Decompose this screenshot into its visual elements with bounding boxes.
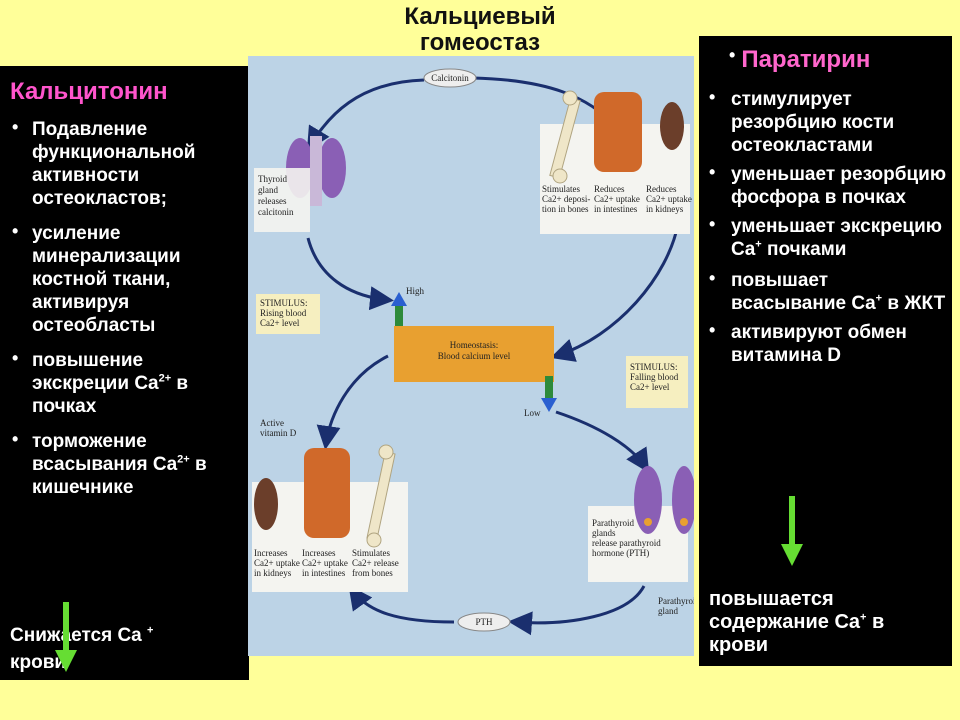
item-text: в ЖКТ bbox=[882, 293, 946, 314]
calcitonin-panel: Кальцитонин • Подавление функциональной а… bbox=[0, 66, 249, 680]
calcitonin-oval bbox=[423, 68, 477, 88]
cycle-arrow bbox=[348, 585, 455, 624]
list-item: • стимулирует резорбцию кости остеокласта… bbox=[709, 87, 947, 157]
list-item: • уменьшает резорбцию фосфора в почках bbox=[709, 162, 947, 209]
stimulus-rising-box bbox=[256, 294, 320, 334]
superscript: + bbox=[875, 292, 883, 305]
down-arrow-icon bbox=[55, 602, 77, 672]
intestine-icon bbox=[594, 92, 642, 172]
kidney-icon bbox=[254, 478, 278, 530]
cycle-arrow bbox=[550, 223, 680, 362]
item-text: Подавление функциональной активности ост… bbox=[32, 119, 196, 209]
cycle-arrow bbox=[316, 354, 389, 450]
list-item: • усиление минерализации костной ткани, а… bbox=[12, 221, 244, 337]
item-text: уменьшает экскрецию Ca bbox=[731, 216, 942, 260]
list-item: • торможение всасывания Ca2+ в кишечнике bbox=[12, 429, 244, 499]
item-text: повышает всасывание Ca bbox=[731, 270, 876, 314]
cycle-arrow bbox=[306, 78, 425, 152]
bullet-icon: • bbox=[709, 87, 716, 107]
pth-label: PTH bbox=[475, 617, 493, 627]
bullet-icon: • bbox=[12, 429, 19, 449]
high-arrowhead-icon bbox=[391, 292, 407, 306]
calcitonin-label: Calcitonin bbox=[431, 73, 469, 83]
bullet-icon: • bbox=[709, 320, 716, 340]
item-text: торможение всасывания Ca bbox=[32, 431, 178, 475]
bullet-icon: • bbox=[709, 214, 716, 234]
superscript: + bbox=[147, 624, 154, 637]
parathyrin-effects-list: • стимулирует резорбцию кости остеокласта… bbox=[709, 87, 947, 373]
item-text: в кишечнике bbox=[32, 454, 207, 498]
conclusion-text: крови bbox=[10, 652, 67, 673]
list-item: • активируют обмен витамина D bbox=[709, 320, 947, 367]
down-arrow-icon bbox=[781, 496, 803, 566]
item-text: почками bbox=[761, 239, 847, 260]
conclusion-text: повышается содержание Ca bbox=[709, 588, 861, 633]
superscript: + bbox=[755, 238, 762, 251]
title-line-2: гомеостаз bbox=[419, 29, 541, 56]
bullet-icon: • bbox=[709, 268, 716, 288]
low-arrow-icon bbox=[545, 376, 553, 402]
homeostasis-label: Homeostasis:Blood calcium level bbox=[438, 340, 511, 361]
bone-icon bbox=[366, 444, 396, 548]
intestine-icon bbox=[304, 448, 350, 538]
homeostasis-box bbox=[394, 326, 554, 382]
low-label: Low bbox=[524, 408, 541, 418]
list-item: • повышение экскреции Ca2+ в почках bbox=[12, 348, 244, 418]
low-arrowhead-icon bbox=[541, 398, 557, 412]
item-text: стимулирует резорбцию кости остеокластам… bbox=[731, 89, 895, 156]
parathyrin-panel: •Паратирин •стимулирует резорбцию кости … bbox=[699, 36, 952, 666]
bullet-icon: • bbox=[12, 221, 19, 241]
bullet-icon: • bbox=[12, 117, 19, 137]
item-text: активируют обмен витамина D bbox=[731, 322, 907, 366]
item-text: повышение экскреции Ca bbox=[32, 350, 159, 394]
superscript: 2+ bbox=[177, 453, 190, 466]
bone-icon bbox=[549, 90, 581, 184]
list-item: • уменьшает экскрецию Ca+ почками bbox=[709, 214, 947, 261]
parathyrin-conclusion: повышается содержание Ca+ в крови bbox=[709, 588, 947, 657]
cycle-arrow bbox=[508, 585, 646, 636]
kidney-icon bbox=[660, 102, 684, 150]
calcitonin-effects-list: • Подавление функциональной активности ос… bbox=[12, 117, 244, 511]
list-item: • Подавление функциональной активности ос… bbox=[12, 117, 244, 210]
slide-title: Кальциевый гомеостаз bbox=[340, 4, 620, 56]
list-item: • повышает всасывание Ca+ в ЖКТ bbox=[709, 268, 947, 315]
conclusion-text: в крови bbox=[709, 611, 885, 656]
high-label: High bbox=[406, 286, 425, 296]
calcitonin-conclusion: Снижается Ca + крови bbox=[10, 622, 240, 676]
item-text: в почках bbox=[32, 373, 189, 417]
item-text: усиление минерализации костной ткани, ак… bbox=[32, 223, 181, 336]
bullet-icon: • bbox=[709, 162, 716, 182]
pth-oval bbox=[457, 612, 511, 632]
thyroid-label-box bbox=[254, 168, 310, 232]
bullet-icon: • bbox=[12, 348, 19, 368]
stimulus-falling-box bbox=[626, 356, 688, 408]
item-text: уменьшает резорбцию фосфора в почках bbox=[731, 164, 947, 208]
title-line-1: Кальциевый bbox=[404, 3, 556, 30]
bullet-icon: • bbox=[729, 45, 736, 65]
superscript: + bbox=[860, 611, 867, 624]
cycle-arrow bbox=[555, 410, 650, 474]
conclusion-text: Снижается Ca bbox=[10, 625, 148, 646]
high-arrow-icon bbox=[395, 302, 403, 332]
calcitonin-heading: Кальцитонин bbox=[10, 78, 168, 105]
heading-text: Паратирин bbox=[741, 46, 871, 73]
parathyrin-heading: •Паратирин bbox=[729, 45, 871, 74]
cycle-arrow bbox=[306, 237, 394, 311]
parathyroid-gland-icon bbox=[634, 466, 694, 534]
superscript: 2+ bbox=[158, 372, 172, 385]
